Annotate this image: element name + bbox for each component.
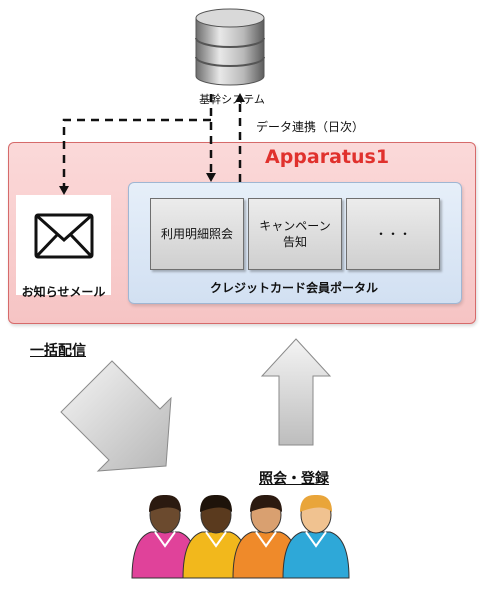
inquiry-arrow: [260, 338, 332, 446]
users-group-icon: [131, 494, 350, 579]
function-box-statement: 利用明細照会: [150, 198, 244, 270]
arrowhead-to-database: [235, 93, 245, 102]
broadcast-arrow: [60, 360, 172, 472]
arrowhead-to-portal: [206, 173, 216, 182]
person-icon: [131, 494, 199, 579]
database-icon: [195, 8, 265, 86]
dashed-connector-to-mail: [62, 118, 211, 186]
mail-label: お知らせメール: [21, 285, 106, 299]
person-icon: [182, 494, 250, 579]
mail-card: [16, 195, 111, 295]
envelope-icon: [34, 213, 94, 259]
broadcast-label: 一括配信: [30, 343, 86, 359]
portal-label: クレジットカード会員ポータル: [209, 281, 378, 295]
apparatus-title: Apparatus1: [265, 146, 390, 168]
function-box-campaign: キャンペーン 告知: [248, 198, 342, 270]
person-icon: [232, 494, 300, 579]
database-label: 基幹システム: [199, 93, 265, 106]
sync-label: データ連携（日次）: [256, 120, 365, 134]
function-box-more: ・・・: [346, 198, 440, 270]
inquiry-label: 照会・登録: [259, 471, 329, 487]
arrowhead-to-mail: [59, 186, 69, 195]
person-icon: [282, 494, 350, 579]
